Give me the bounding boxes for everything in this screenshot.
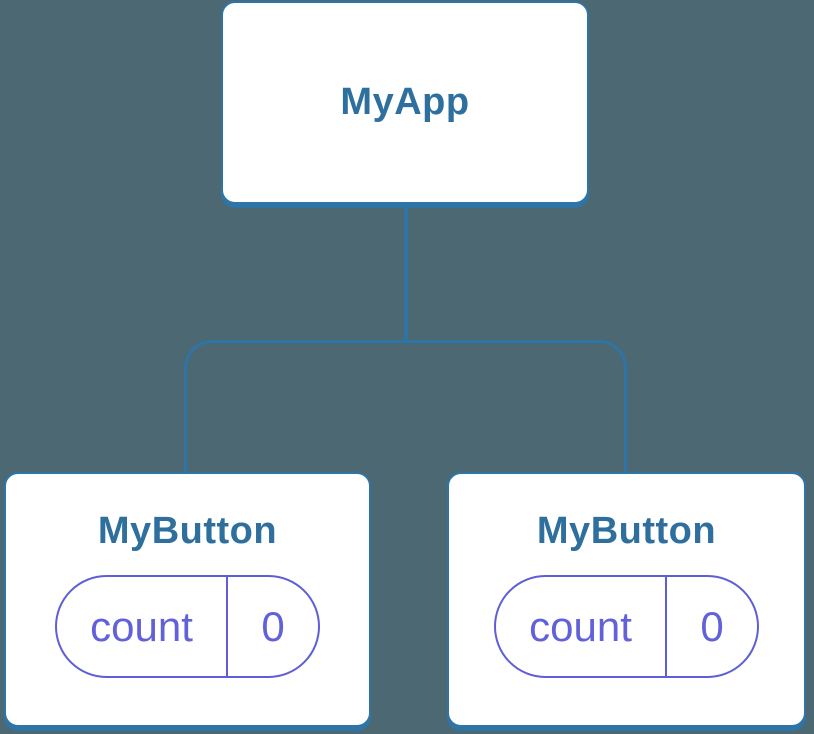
state-key-cell: count	[496, 577, 667, 676]
state-key-label: count	[90, 602, 193, 650]
state-value-cell: 0	[667, 577, 757, 676]
child-node-label: MyButton	[97, 510, 278, 552]
root-node-card: MyApp	[221, 1, 589, 204]
state-pill: count 0	[494, 575, 759, 678]
state-value-label: 0	[261, 602, 285, 650]
connector-stem-line	[404, 208, 408, 342]
state-key-label: count	[529, 602, 632, 650]
root-node-label: MyApp	[340, 81, 470, 123]
state-pill: count 0	[55, 575, 320, 678]
state-key-cell: count	[57, 577, 228, 676]
state-value-label: 0	[700, 602, 724, 650]
child-node-card-left: MyButton count 0	[4, 472, 371, 727]
child-node-label: MyButton	[536, 510, 717, 552]
child-node-card-right: MyButton count 0	[447, 472, 806, 727]
connector-branch-bracket	[184, 340, 627, 472]
state-value-cell: 0	[228, 577, 318, 676]
